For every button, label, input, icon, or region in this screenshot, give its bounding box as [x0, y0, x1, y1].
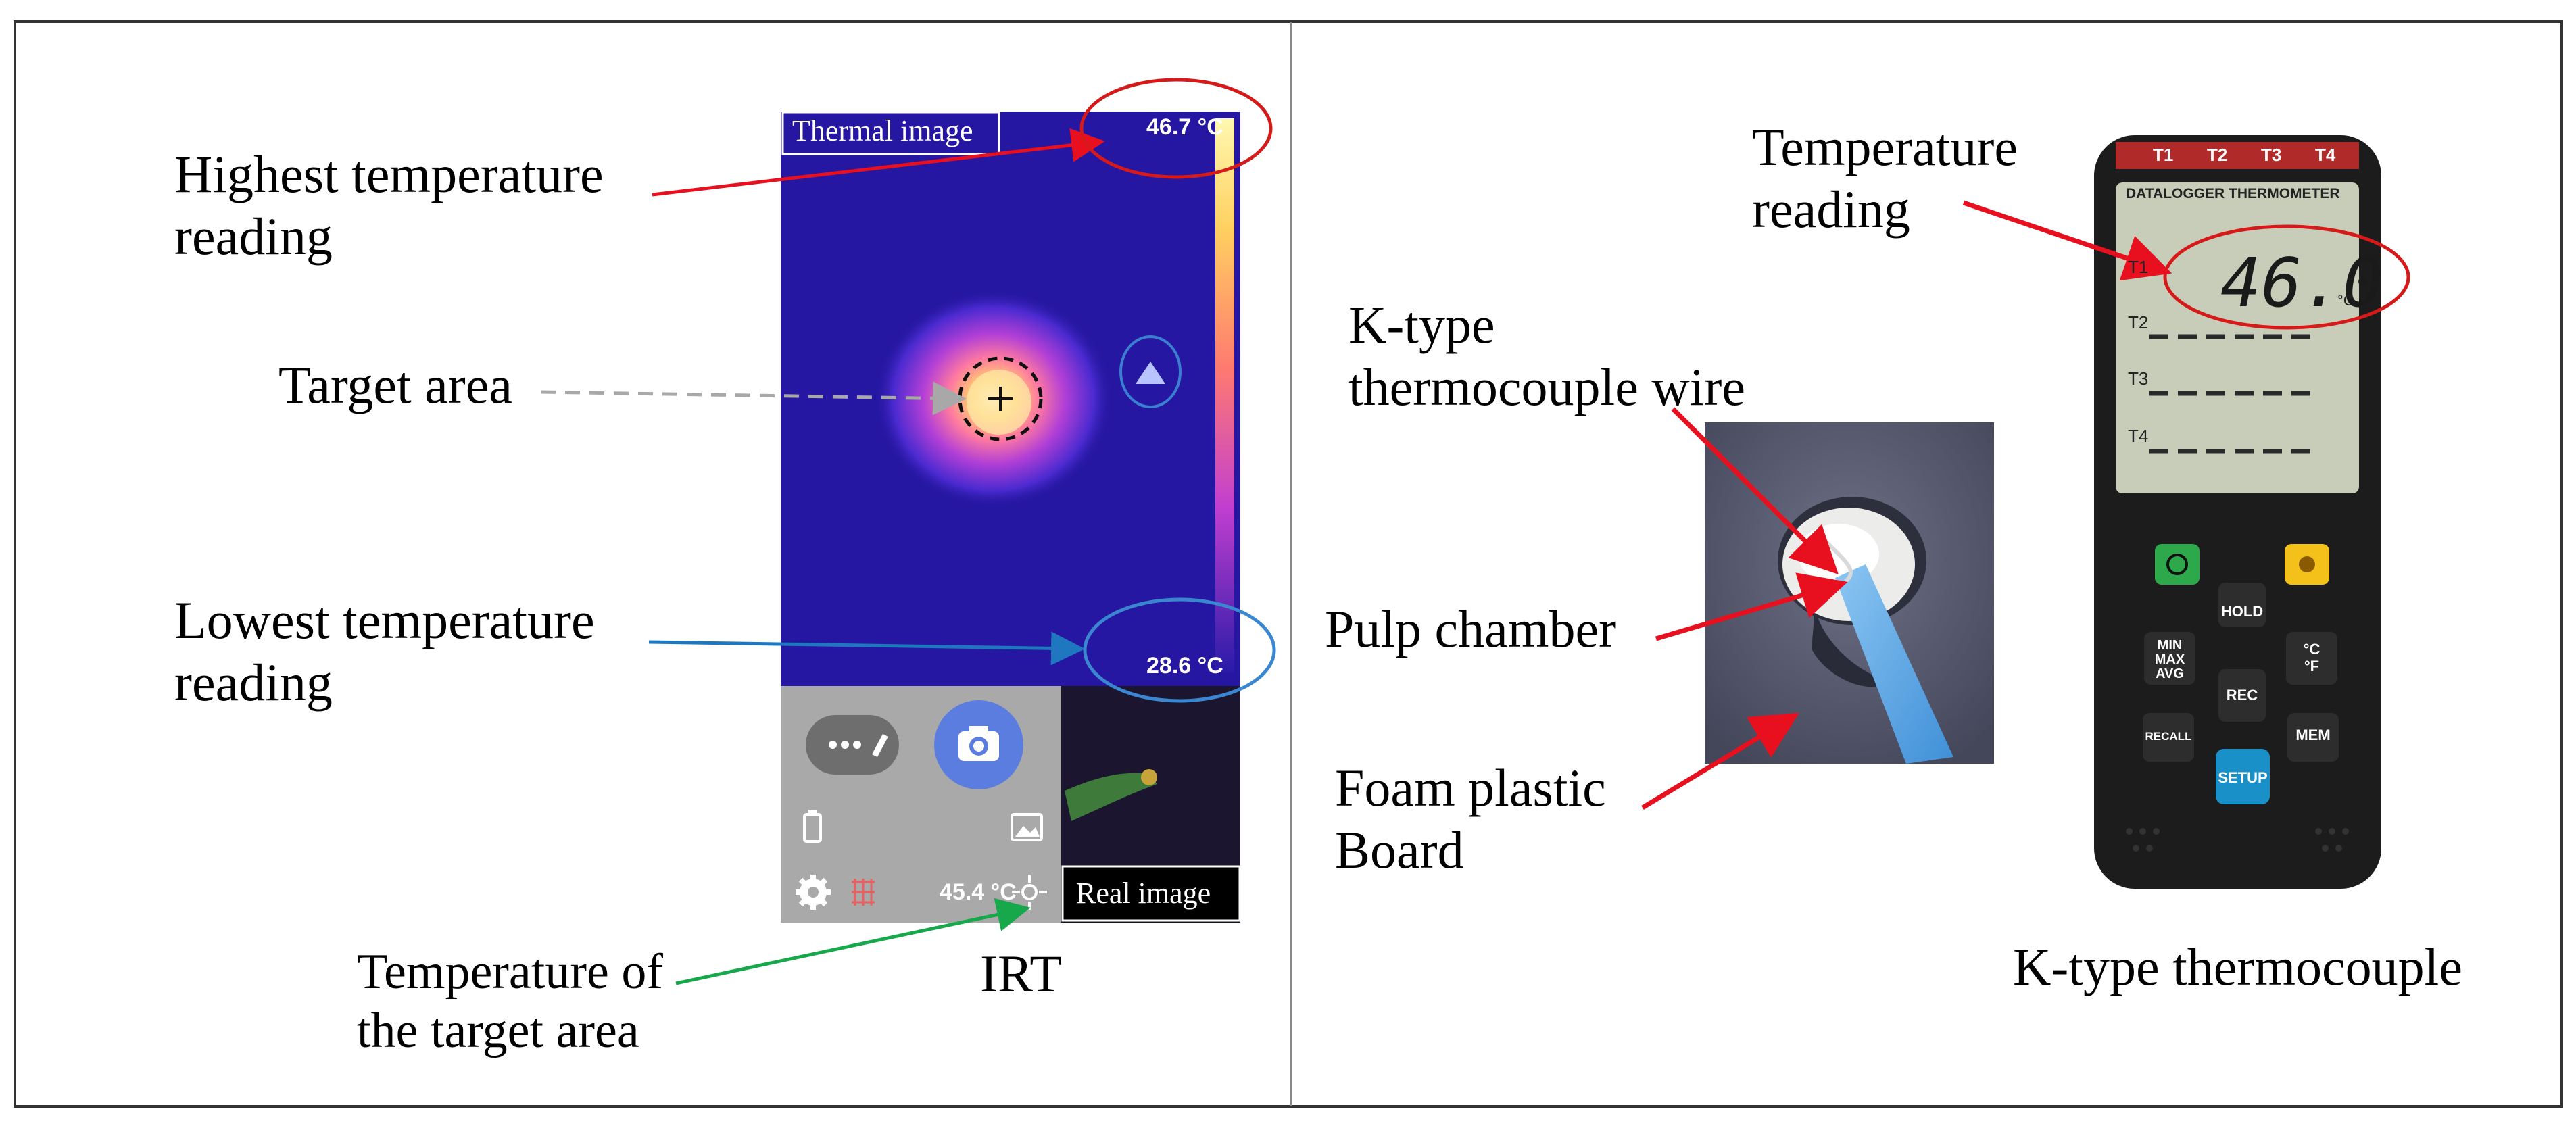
- setup-button: [2216, 749, 2270, 804]
- sun-icon: [2299, 556, 2315, 572]
- lowest-label: Lowest temperature reading: [174, 591, 595, 712]
- unit-button: [2286, 632, 2337, 685]
- arrow-target-temp: [675, 898, 1031, 985]
- lowest-reading-ring: [1083, 597, 1276, 703]
- power-button: [2155, 544, 2200, 585]
- channel-tab-t1: T1: [2153, 145, 2174, 165]
- meter-brand: DATALOGGER THERMOMETER: [2126, 186, 2340, 201]
- foam-board-photo: [1705, 422, 1994, 764]
- temperature-reading-label: Temperature reading: [1752, 118, 2018, 239]
- irt-caption: IRT: [980, 944, 1062, 1003]
- arrow-lowest: [648, 631, 1085, 666]
- thermocouple-wire-label: K-type thermocouple wire: [1348, 295, 1745, 417]
- spot-temperature: 45.4 °C: [940, 879, 1017, 905]
- min-temperature: 28.6 °C: [1146, 653, 1223, 679]
- thermocouple-caption: K-type thermocouple: [2013, 937, 2462, 996]
- rec-label: REC: [2226, 687, 2258, 704]
- unit-label: °C °F: [2303, 641, 2320, 675]
- pulp-chamber-label: Pulp chamber: [1325, 599, 1617, 658]
- grid-icon: [852, 879, 875, 906]
- real-image-tag: Real image: [1076, 877, 1211, 910]
- pen-icon: [872, 734, 888, 757]
- speaker-grille: [2126, 828, 2349, 852]
- mem-label: MEM: [2295, 727, 2331, 743]
- arrow-reading: [1962, 200, 2172, 281]
- hold-button: [2218, 583, 2266, 627]
- mode-pill: [806, 715, 899, 775]
- recall-label: RECALL: [2145, 730, 2192, 743]
- lcd-row-t4: T4: [2128, 426, 2149, 446]
- max-temperature: 46.7 °C: [1146, 114, 1223, 140]
- thermocouple-wire: [1835, 564, 1953, 764]
- scale-adjust-button: [1119, 335, 1182, 408]
- recall-button: [2143, 713, 2194, 762]
- channel-tab-t4: T4: [2315, 145, 2336, 165]
- arrow-foam: [1641, 712, 1799, 810]
- lcd-row-t2: T2: [2128, 312, 2149, 333]
- arrow-highest: [652, 128, 1105, 197]
- temperature-scale-bar: [1215, 118, 1234, 672]
- rec-button: [2218, 669, 2266, 722]
- lcd-row-t3: T3: [2128, 368, 2149, 389]
- minmax-label: MIN MAX AVG: [2154, 638, 2185, 681]
- figure-border: [14, 20, 2563, 1108]
- mem-button: [2287, 713, 2339, 762]
- channel-tab-t2: T2: [2207, 145, 2228, 165]
- datalogger-thermometer: [2094, 135, 2410, 889]
- setup-label: SETUP: [2218, 769, 2268, 786]
- triangle-up-icon: [1136, 362, 1165, 384]
- minmax-button: [2144, 632, 2195, 685]
- target-area-circle: [958, 356, 1043, 441]
- lcd-unit: °C: [2337, 292, 2354, 309]
- highest-label: Highest temperature reading: [174, 145, 604, 266]
- thermal-image-tag: Thermal image: [792, 114, 973, 147]
- arrow-pulp: [1655, 572, 1848, 641]
- hold-label: HOLD: [2220, 603, 2264, 620]
- arrow-wire: [1671, 407, 1839, 574]
- arrow-target: [540, 381, 967, 416]
- gear-icon: [796, 875, 831, 910]
- lcd-row-t1: T1: [2128, 257, 2149, 277]
- foam-board-label: Foam plastic Board: [1335, 758, 1606, 880]
- target-temperature-label: Temperature of the target area: [357, 944, 663, 1059]
- phone-screenshot: [781, 111, 1241, 923]
- lcd-value: 46.0: [2220, 243, 2383, 322]
- channel-tab-t3: T3: [2261, 145, 2282, 165]
- target-area-label: Target area: [278, 355, 513, 414]
- gallery-icon: [1011, 813, 1043, 841]
- highest-reading-ring: [1079, 78, 1273, 179]
